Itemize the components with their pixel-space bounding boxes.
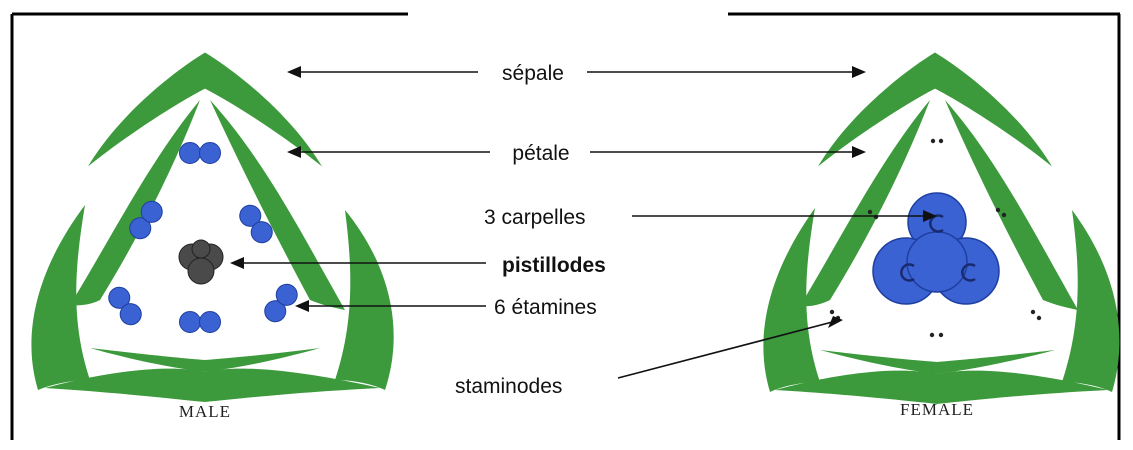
female-gynoecium <box>873 193 999 304</box>
label-carpelles: 3 carpelles <box>484 206 586 229</box>
stamen <box>105 283 146 329</box>
label-etamines: 6 étamines <box>494 296 597 319</box>
stamen <box>180 312 221 333</box>
stamen <box>261 280 302 326</box>
female-caption: FEMALE <box>900 400 974 419</box>
stamen <box>180 143 221 164</box>
male-flower: MALE <box>31 53 393 422</box>
label-staminodes: staminodes <box>455 375 562 398</box>
male-caption: MALE <box>179 402 231 421</box>
label-sepale: sépale <box>502 62 564 85</box>
label-petale: pétale <box>512 142 569 165</box>
label-pistillodes: pistillodes <box>502 254 606 277</box>
female-flower: FEMALE <box>763 53 1119 420</box>
pistillode <box>179 240 223 284</box>
